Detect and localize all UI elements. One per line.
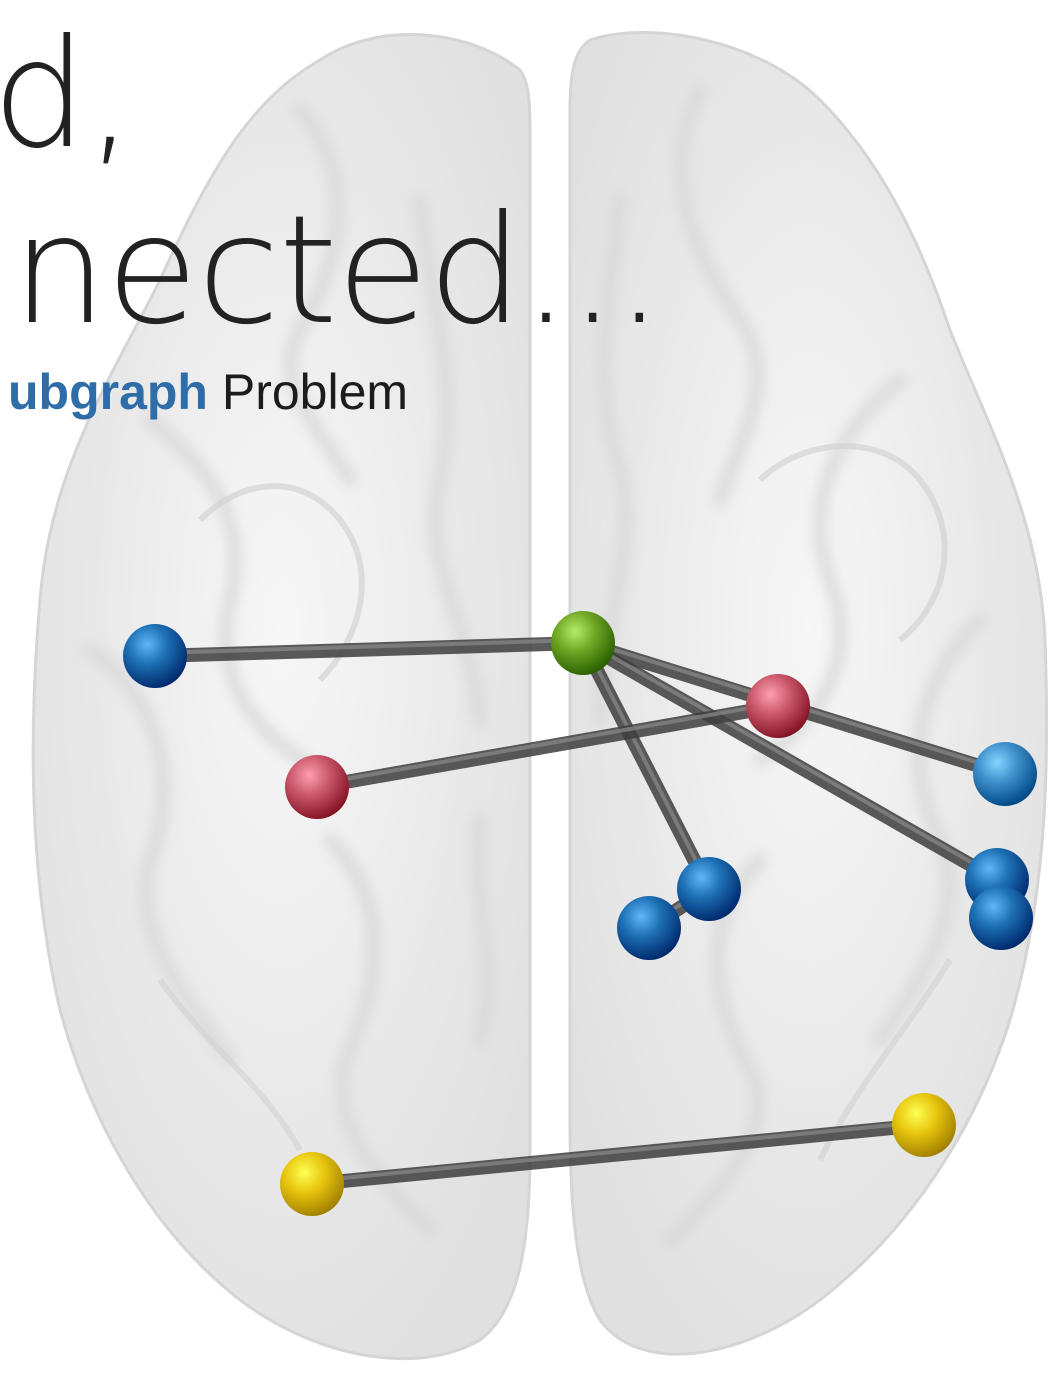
node-blue-center-a bbox=[677, 857, 741, 921]
heading-line-1: d, bbox=[0, 20, 133, 170]
node-blue-left bbox=[123, 624, 187, 688]
subtitle: ubgraph Problem bbox=[8, 362, 408, 422]
node-yellow-right bbox=[892, 1093, 956, 1157]
node-yellow-left bbox=[280, 1152, 344, 1216]
node-blue-center-b bbox=[617, 896, 681, 960]
node-blue-right-low bbox=[969, 886, 1033, 950]
heading-line-2: nected... bbox=[12, 196, 662, 346]
node-red-left bbox=[285, 755, 349, 819]
subtitle-rest: Problem bbox=[208, 364, 408, 420]
node-green-hub bbox=[551, 611, 615, 675]
subtitle-emphasis: ubgraph bbox=[8, 364, 208, 420]
node-red-right bbox=[746, 674, 810, 738]
node-blue-right-top bbox=[973, 742, 1037, 806]
